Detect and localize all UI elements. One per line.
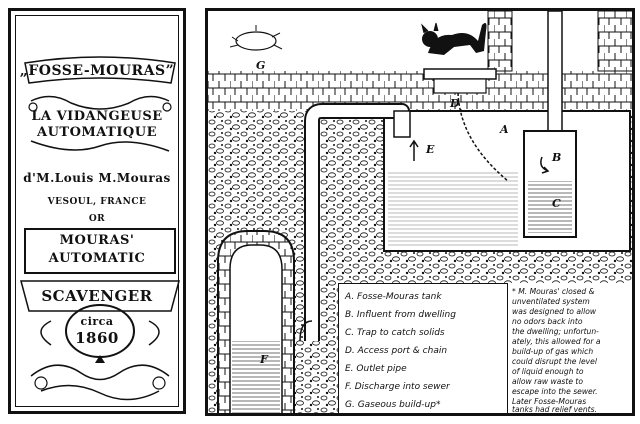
english-title-line-3: SCAVENGER [41,287,153,305]
arrow-curve-icon [540,156,550,174]
note-line: of liquid enough to [512,367,584,376]
english-title-line-1: MOURAS' [59,233,135,248]
subtitle-line-2: AUTOMATIQUE [36,125,157,140]
diagram-panel: G D A E B C F A. Fosse-Mouras tank B. In… [205,8,635,416]
legend-item-g: G. Gaseous build-up* [345,400,441,410]
location: VESOUL, FRANCE [47,197,147,207]
legend-item-d: D. Access port & chain [345,346,448,356]
circa-label: circa [80,315,114,328]
arrow-up-icon [409,139,419,161]
inventor-name: d'M.Louis M.Mouras [23,171,171,185]
subtitle-line-1: LA VIDANGEUSE [31,109,163,124]
legend-item-a: A. Fosse-Mouras tank [345,292,442,302]
title-panel: „FOSSE-MOURAS” LA VIDANGEUSE AUTOMATIQUE… [8,8,186,414]
or-label: OR [88,214,106,224]
label-e: E [426,143,435,156]
footnote: * M. Mouras' closed & unventilated syste… [508,283,632,413]
note-line: * M. Mouras' closed & [512,287,595,296]
title-panel-inner-border [15,15,179,407]
legend-item-c: C. Trap to catch solids [345,328,445,338]
label-f: F [260,353,268,366]
note-line: the dwelling; unfortun- [512,327,599,336]
english-title-line-2: AUTOMATIC [48,251,146,266]
title-panel-ornaments [20,56,180,401]
gas-cloud-icon [229,25,283,51]
note-line: escape into the sewer. [512,387,598,396]
label-c: C [552,197,561,210]
note-line: build-up of gas which [512,347,594,356]
note-line: tanks had relief vents. [512,405,598,414]
note-line: could disrupt the level [512,357,597,366]
title-fosse-mouras: „FOSSE-MOURAS” [19,63,175,79]
year-label: 1860 [75,329,119,347]
note-line: Later Fosse-Mouras [512,397,587,406]
label-b: B [552,151,562,164]
legend-item-b: B. Influent from dwelling [345,310,456,320]
label-d: D [450,97,460,110]
label-g: G [256,59,266,72]
note-line: was designed to allow [512,307,597,316]
legend: A. Fosse-Mouras tank B. Influent from dw… [338,283,508,413]
legend-item-e: E. Outlet pipe [345,364,407,374]
note-line: no odors back into [512,317,583,326]
note-line: allow raw waste to [512,377,584,386]
cat-icon [421,22,487,55]
label-a: A [500,123,509,136]
note-line: unventilated system [512,297,590,306]
note-line: ately, this allowed for a [512,337,601,346]
legend-item-f: F. Discharge into sewer [345,382,450,392]
